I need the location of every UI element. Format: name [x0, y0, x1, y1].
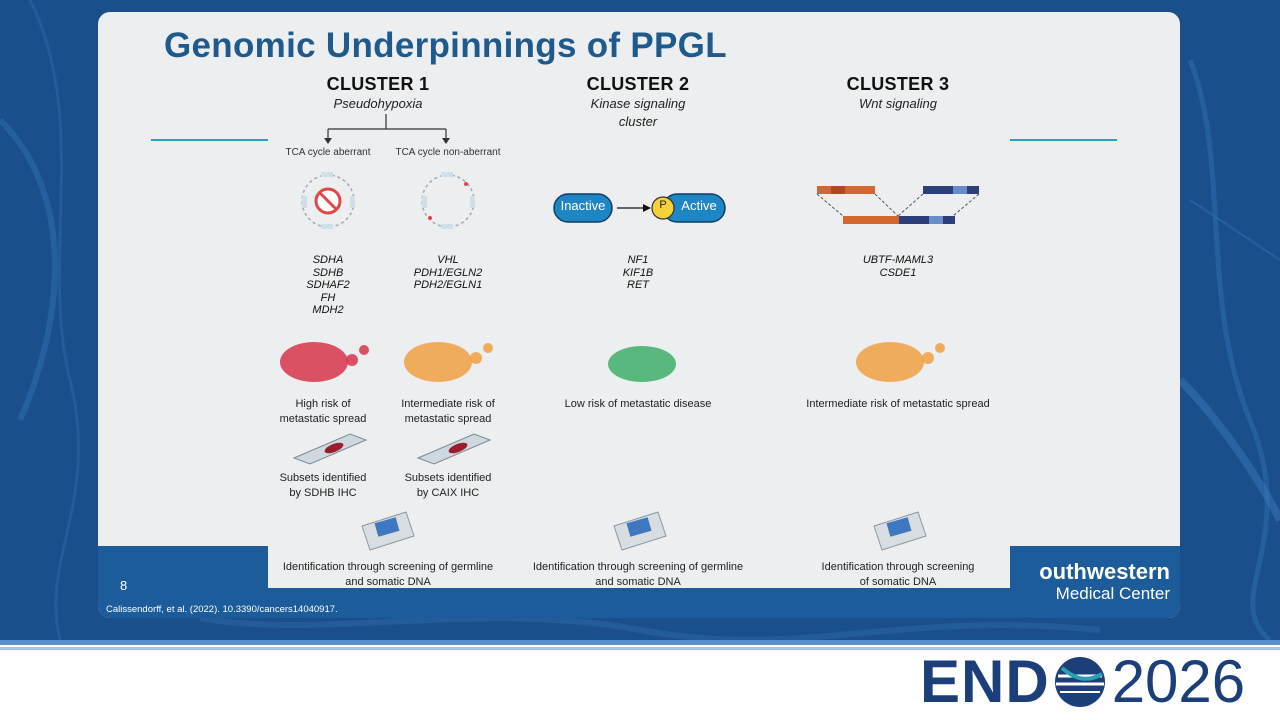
gene-item: PDH1/EGLN2	[413, 266, 483, 279]
gene-item: CSDE1	[879, 266, 917, 279]
cluster-2-heading: CLUSTER 2 Kinase signaling cluster	[528, 74, 748, 131]
figure-panel: CLUSTER 1 Pseudohypoxia CLUSTER 2 Kinase…	[268, 74, 1010, 588]
page-number: 8	[120, 578, 128, 593]
cluster-3-title: CLUSTER 3	[846, 74, 950, 94]
cluster-1-heading: CLUSTER 1 Pseudohypoxia	[268, 74, 488, 113]
citation: Calissendorff, et al. (2022). 10.3390/ca…	[106, 604, 338, 615]
conference-name: END	[920, 648, 1050, 715]
phosphate-label: P	[659, 199, 667, 211]
accent-rule-left	[151, 139, 269, 141]
gene-item: PDH2/EGLN1	[413, 279, 483, 291]
gene-fusion-diagram	[816, 186, 980, 224]
cluster-1-subtitle: Pseudohypoxia	[333, 96, 423, 111]
slide-card: Genomic Underpinnings of PPGL 8 Calissen…	[98, 12, 1180, 618]
institution-logo: outhwestern Medical Center	[1010, 560, 1170, 604]
logo-line2: Medical Center	[1055, 584, 1170, 603]
screening-label-c3: Identification through screening of soma…	[821, 561, 975, 588]
logo-line1: outhwestern	[1039, 559, 1170, 584]
risk-label-high: High risk of metastatic spread	[279, 398, 367, 425]
cluster-2-subtitle-line1: Kinase signaling	[590, 96, 686, 111]
risk-label-intermediate-c3: Intermediate risk of metastatic spread	[806, 398, 990, 410]
tca-cycle-non-aberrant-icon	[421, 172, 475, 229]
gene-item: SDHB	[312, 266, 344, 279]
gene-item: VHL	[437, 254, 459, 266]
conference-year: 2026	[1111, 648, 1246, 715]
tca-cycle-aberrant-icon	[301, 172, 355, 229]
ihc-slide-caix-icon	[416, 433, 492, 465]
gene-item: UBTF-MAML3	[862, 254, 934, 266]
inactive-label: Inactive	[560, 198, 606, 213]
gene-item: NF1	[627, 254, 649, 266]
ihc-label-sdhb: Subsets identified by SDHB IHC	[279, 472, 367, 499]
cluster-3-heading: CLUSTER 3 Wnt signaling	[788, 74, 1008, 113]
active-label: Active	[681, 198, 717, 213]
cell-cluster-intermediate-risk-c3	[856, 342, 945, 382]
screening-label-c1: Identification through screening of germ…	[282, 561, 494, 588]
screening-label-c2: Identification through screening of germ…	[532, 561, 744, 588]
cluster-1-non-aberrant-genes: VHL PDH1/EGLN2 PDH2/EGLN1	[398, 254, 498, 292]
cluster-2-genes: NF1 KIF1B RET	[598, 254, 678, 292]
tca-aberrant-label: TCA cycle aberrant	[285, 147, 371, 158]
kinase-activation-diagram	[553, 193, 726, 223]
globe-icon	[1054, 657, 1105, 707]
conference-logo: END 2026	[920, 652, 1245, 712]
ihc-label-caix: Subsets identified by CAIX IHC	[404, 472, 492, 499]
cluster-2-title: CLUSTER 2	[586, 74, 690, 94]
risk-label-low: Low risk of metastatic disease	[564, 398, 712, 410]
gene-item: SDHAF2	[306, 279, 350, 291]
footer-stripe-light	[0, 647, 1280, 650]
pcr-machine-icon-1	[361, 511, 415, 551]
cell-cluster-high-risk	[280, 342, 369, 382]
pcr-machine-icon-2	[613, 511, 667, 551]
cluster-3-subtitle: Wnt signaling	[858, 96, 938, 111]
cluster-1-branch-arrows	[324, 114, 450, 144]
cell-cluster-low-risk	[608, 346, 676, 382]
gene-item: RET	[627, 279, 649, 291]
cell-cluster-intermediate-risk	[404, 342, 493, 382]
tca-non-aberrant-label: TCA cycle non-aberrant	[395, 147, 501, 158]
cluster-3-genes: UBTF-MAML3 CSDE1	[848, 254, 948, 279]
gene-item: KIF1B	[622, 266, 654, 279]
gene-item: SDHA	[312, 254, 344, 266]
ihc-slide-sdhb-icon	[292, 433, 368, 465]
risk-label-intermediate: Intermediate risk of metastatic spread	[401, 398, 495, 425]
cluster-1-aberrant-genes: SDHA SDHB SDHAF2 FH MDH2	[288, 254, 368, 317]
gene-item: FH	[320, 291, 336, 304]
accent-rule-right	[1009, 139, 1117, 141]
slide-title: Genomic Underpinnings of PPGL	[164, 26, 727, 65]
pcr-machine-icon-3	[873, 511, 927, 551]
footer-stripe	[0, 640, 1280, 645]
gene-item: MDH2	[312, 304, 344, 316]
cluster-2-subtitle-line2: cluster	[618, 114, 658, 129]
cluster-1-title: CLUSTER 1	[326, 74, 430, 94]
